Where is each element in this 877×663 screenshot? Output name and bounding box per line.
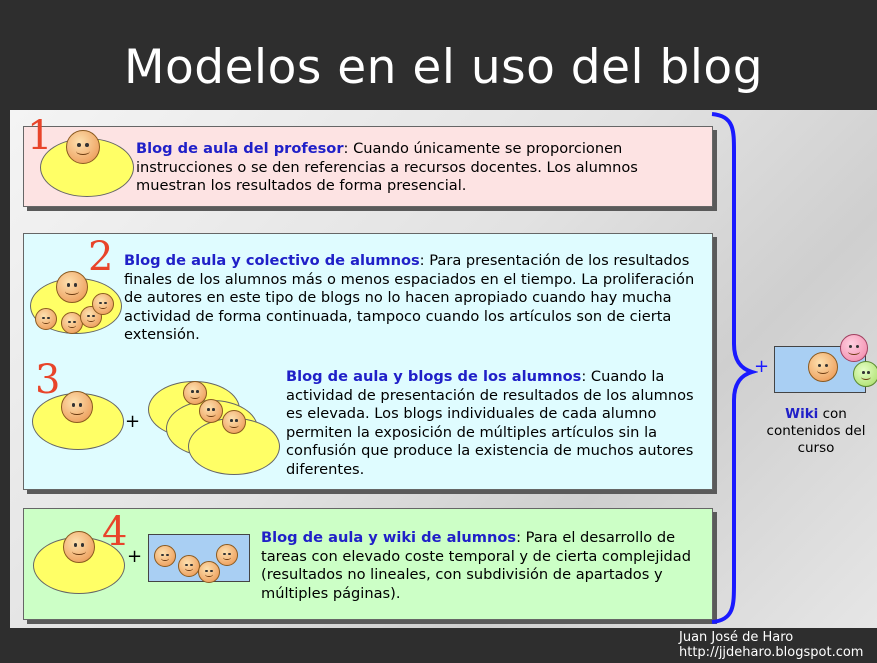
student-face-icon bbox=[840, 334, 868, 362]
model-3-number: 3 bbox=[35, 357, 61, 403]
teacher-face-icon bbox=[66, 130, 100, 164]
model-1-text: Blog de aula del profesor: Cuando únicam… bbox=[136, 140, 696, 196]
course-wiki-desc: con contenidos del curso bbox=[766, 406, 866, 456]
course-wiki-title: Wiki bbox=[785, 406, 819, 422]
plus-sign: + bbox=[125, 411, 141, 432]
student-face-icon bbox=[853, 361, 877, 387]
model-1-desc: : Cuando únicamente se proporcionen inst… bbox=[136, 140, 638, 194]
header-bar: Modelos en el uso del blog bbox=[10, 10, 877, 110]
student-face-icon bbox=[178, 555, 200, 577]
course-wiki-label: Wiki con contenidos del curso bbox=[751, 406, 877, 457]
model-2-desc: : Para presentación de los resultados fi… bbox=[124, 252, 695, 343]
student-face-icon bbox=[199, 399, 223, 423]
plus-sign: + bbox=[127, 546, 143, 567]
plus-sign: + bbox=[754, 356, 770, 377]
model-4-desc: : Para el desarrollo de tareas con eleva… bbox=[261, 529, 691, 602]
teacher-face-icon bbox=[61, 391, 93, 423]
student-face-icon bbox=[35, 308, 57, 330]
model-3-text: Blog de aula y blogs de los alumnos: Cua… bbox=[286, 368, 706, 479]
model-2-number: 2 bbox=[88, 234, 114, 280]
model-2-title: Blog de aula y colectivo de alumnos bbox=[124, 252, 420, 269]
page-title: Modelos en el uso del blog bbox=[123, 40, 764, 95]
model-3-desc: : Cuando la actividad de presentación de… bbox=[286, 368, 694, 478]
teacher-face-icon bbox=[63, 531, 95, 563]
model-2-3-box bbox=[23, 233, 713, 490]
student-face-icon bbox=[216, 544, 238, 566]
student-face-icon bbox=[198, 561, 220, 583]
footer-bar bbox=[0, 628, 877, 663]
student-face-icon bbox=[92, 293, 114, 315]
model-1-box bbox=[23, 126, 713, 207]
model-4-box bbox=[23, 508, 713, 620]
model-4-text: Blog de aula y wiki de alumnos: Para el … bbox=[261, 529, 706, 603]
author-name: Juan José de Haro bbox=[679, 630, 794, 645]
teacher-face-icon bbox=[56, 271, 88, 303]
teacher-face-icon bbox=[808, 352, 838, 382]
model-3-title: Blog de aula y blogs de los alumnos bbox=[286, 368, 582, 385]
student-face-icon bbox=[154, 545, 176, 567]
student-face-icon bbox=[222, 410, 246, 434]
author-url: http://jjdeharo.blogspot.com bbox=[679, 645, 864, 660]
model-1-title: Blog de aula del profesor bbox=[136, 140, 344, 157]
model-4-title: Blog de aula y wiki de alumnos bbox=[261, 529, 517, 546]
author-credit: Juan José de Haro http://jjdeharo.blogsp… bbox=[679, 630, 863, 660]
model-2-text: Blog de aula y colectivo de alumnos: Par… bbox=[124, 252, 704, 345]
curly-brace bbox=[711, 112, 758, 624]
